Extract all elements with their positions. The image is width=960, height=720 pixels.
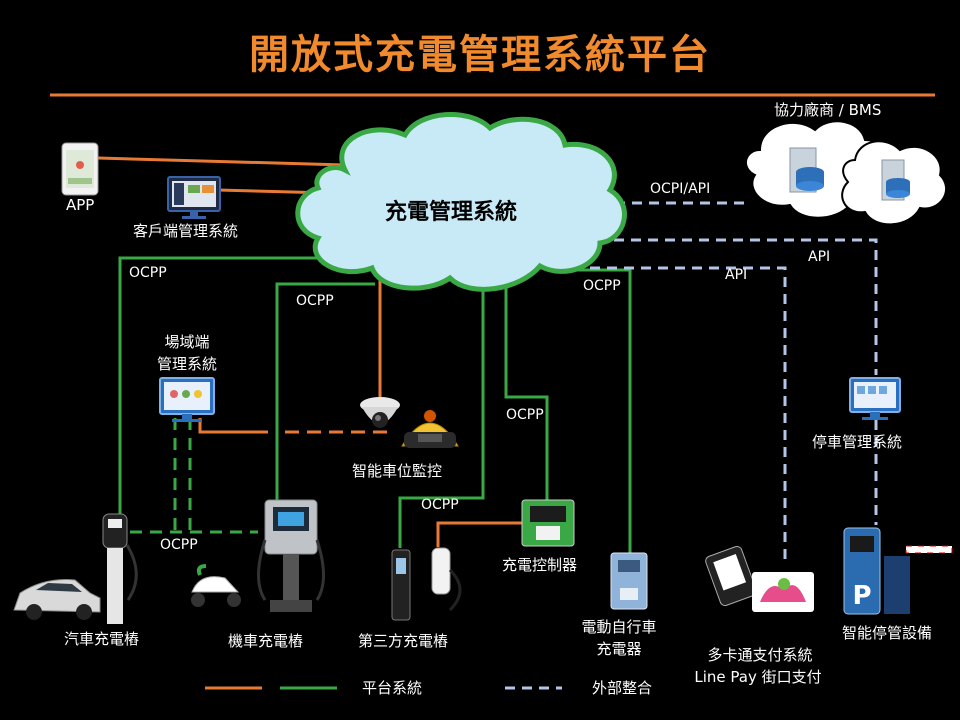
charger-icon [257,499,325,612]
monitor-icon [849,377,901,420]
legend-external-label: 外部整合 [592,679,653,697]
charge-controller-icon [521,499,575,547]
monitor-icon [167,176,221,219]
ebike-charger-label-line2: 充電器 [596,640,642,658]
charge-controller-label: 充電控制器 [502,556,578,574]
ocpp-label: OCPP [296,293,334,309]
phone-app-icon [61,142,99,196]
car-charger-label: 汽車充電樁 [64,630,140,648]
ocpp-label: OCPP [421,497,459,513]
page-title: 開放式充電管理系統平台 [249,32,711,78]
parking-sensor-icon [401,410,459,448]
database-server-icon [881,159,910,201]
parking-monitor-label: 智能車位監控 [352,462,443,480]
svg-text:P: P [852,581,871,611]
external-links [590,201,878,560]
charging-management-system-label: 充電管理系統 [385,200,518,225]
ocpp-label: OCPP [160,537,198,553]
partner-clouds [745,120,947,226]
orange-links [97,156,528,547]
payment-card-icon [705,545,814,612]
site-management-label-line2: 管理系統 [156,355,218,373]
ebike-charger-label-line1: 電動自行車 [581,618,657,636]
payment-system-label-line2: Line Pay 街口支付 [694,668,822,686]
green-dashed-links [130,418,258,534]
ocpp-label: OCPP [583,278,621,294]
charger-icon [610,552,648,610]
site-management-label-line1: 場域端 [164,333,210,351]
legend-platform-label: 平台系統 [362,679,423,697]
api-label: API [808,249,831,265]
database-server-icon [789,147,824,193]
partner-bms-label: 協力廠商 / BMS [774,101,882,119]
charger-icon [391,547,462,621]
monitor-icon [159,377,215,422]
payment-system-label-line1: 多卡通支付系統 [707,646,813,664]
car-icon [13,579,101,620]
green-links [118,256,632,553]
app-label: APP [66,196,95,214]
api-label: API [725,267,748,283]
charger-icon [102,513,138,624]
camera-icon [360,397,400,428]
parking-management-label: 停車管理系統 [812,433,903,451]
cloud-shape [295,111,627,292]
scooter-charger-label: 機車充電樁 [228,632,304,650]
ocpp-label: OCPP [129,265,167,281]
ocpp-label: OCPP [506,407,544,423]
scooter-icon [191,564,241,607]
ocpi-api-label: OCPI/API [650,181,711,197]
parking-equipment-label: 智能停管設備 [842,624,933,642]
parking-gate-icon: P [843,527,953,615]
client-management-label: 客戶端管理系統 [133,222,239,240]
third-party-charger-label: 第三方充電樁 [358,632,449,650]
